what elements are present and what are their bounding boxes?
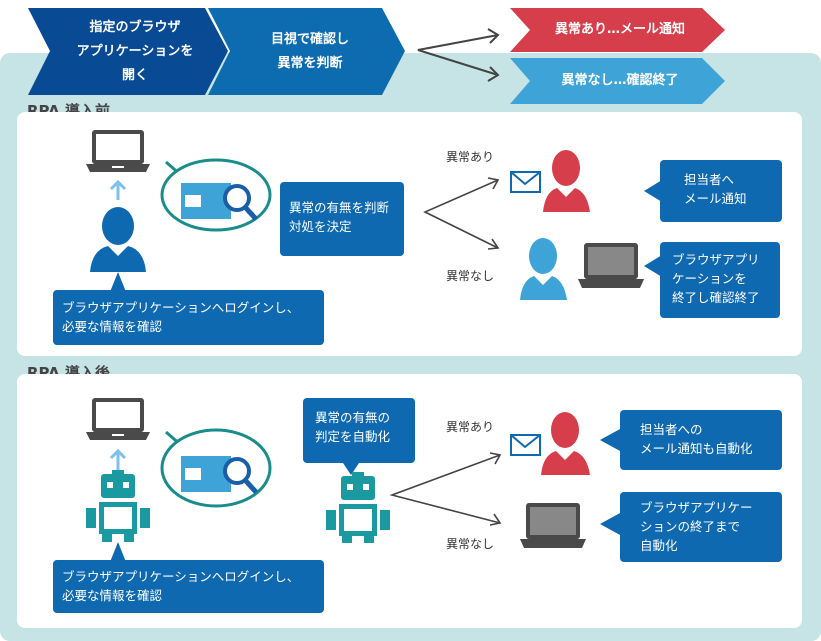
mail-icon [510, 171, 541, 193]
after-login-note: ブラウザアプリケーションへログインし、 必要な情報を確認 [53, 560, 324, 613]
branch-arrow-icon [389, 452, 502, 526]
robot-icon [86, 470, 150, 542]
before-normal-action: ブラウザアプリ ケーションを 終了し確認終了 [660, 242, 780, 318]
chevron-normal-shape [510, 58, 725, 104]
before-login-note: ブラウザアプリケーションへログインし、 必要な情報を確認 [53, 290, 324, 345]
laptop-icon [520, 503, 586, 548]
callout-pointer [600, 513, 620, 535]
up-arrow-icon [109, 179, 127, 200]
flow-chevrons [28, 8, 725, 104]
chevron-step2-shape [208, 8, 405, 95]
laptop-icon [578, 243, 644, 288]
callout-pointer [110, 272, 126, 292]
callout-pointer [644, 255, 662, 277]
person-red-icon [541, 412, 590, 475]
callout-pointer [110, 542, 126, 562]
after-normal-label: 異常なし [446, 537, 495, 551]
before-abnormal-label: 異常あり [446, 150, 495, 164]
chevron-step1-shape [28, 8, 228, 95]
before-judge-note: 異常の有無を判断 対処を決定 [280, 182, 404, 256]
laptop-icon [86, 130, 150, 172]
mail-icon [510, 434, 541, 456]
person-light-blue-icon [520, 238, 567, 300]
callout-pointer [600, 429, 620, 451]
person-red-icon [543, 150, 590, 212]
after-judge-note: 異常の有無の 判定を自動化 [303, 398, 415, 463]
callout-pointer [343, 463, 359, 475]
before-abnormal-action: 担当者へ メール通知 [660, 160, 782, 222]
flow-result-abnormal: 異常あり…メール通知 [554, 22, 685, 37]
person-icon [90, 207, 146, 272]
thought-bubble-icon [160, 428, 272, 508]
after-normal-action: ブラウザアプリケー ションの終了まで 自動化 [620, 492, 782, 562]
flow-result-normal: 異常なし…確認終了 [561, 73, 679, 88]
chevron-abnormal-shape [510, 8, 725, 52]
after-abnormal-label: 異常あり [446, 420, 495, 434]
robot-icon [326, 472, 390, 543]
callout-pointer [644, 180, 662, 202]
before-normal-label: 異常なし [446, 269, 495, 283]
thought-bubble-icon [160, 158, 272, 232]
up-arrow-icon [109, 448, 127, 470]
flow-step-open-browser: 指定のブラウザ アプリケーションを 開く [76, 19, 194, 83]
after-abnormal-action: 担当者への メール通知も自動化 [620, 410, 782, 470]
flow-step-visual-check: 目視で確認し 異常を判断 [270, 31, 349, 71]
branch-arrow-icon [423, 177, 500, 250]
branch-arrow-icon [417, 28, 500, 82]
laptop-icon [86, 398, 150, 440]
